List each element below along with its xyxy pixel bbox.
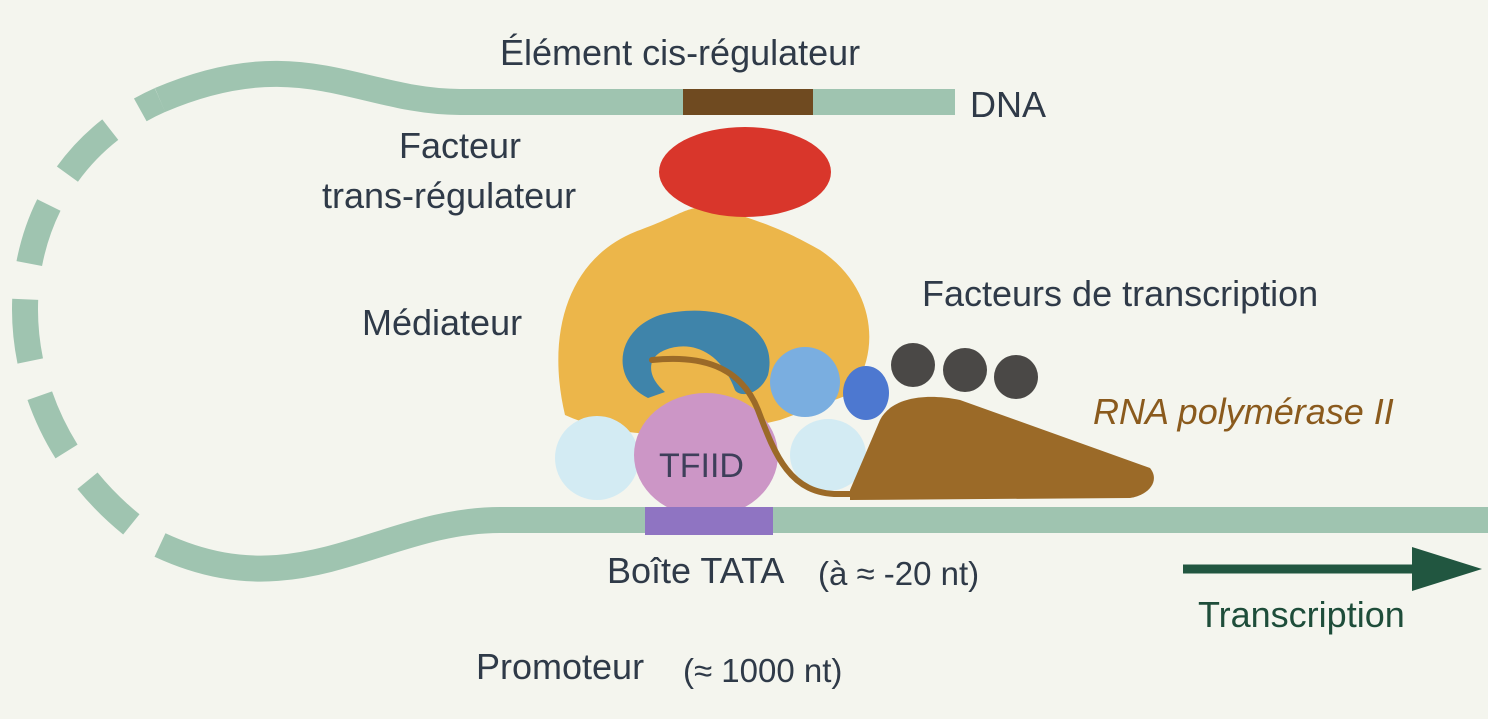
tata-box bbox=[645, 507, 773, 535]
mediator-label: Médiateur bbox=[362, 302, 523, 343]
transcription-arrow bbox=[1183, 547, 1482, 591]
promoter-length-label: (≈ 1000 nt) bbox=[683, 652, 843, 689]
trans-factor-label-line2: trans-régulateur bbox=[322, 175, 577, 216]
dna-strand bbox=[12, 60, 1488, 582]
pale-blue-factor-left bbox=[555, 416, 639, 500]
tata-box-label: Boîte TATA bbox=[607, 550, 785, 591]
transcription-factors-label: Facteurs de transcription bbox=[922, 273, 1319, 314]
template-strand bbox=[649, 355, 873, 498]
tata-position-label: (à ≈ -20 nt) bbox=[818, 555, 980, 592]
blue-subunit bbox=[843, 366, 889, 420]
rna-polymerase-label: RNA polymérase II bbox=[1093, 391, 1394, 432]
transcription-factor-dot bbox=[994, 355, 1038, 399]
promoter-label: Promoteur bbox=[476, 646, 645, 687]
dna-bottom-strand bbox=[154, 507, 1488, 582]
dna-label: DNA bbox=[970, 84, 1047, 125]
dna-loop bbox=[12, 88, 168, 556]
rna-polymerase-ii bbox=[850, 396, 1154, 500]
light-blue-subunit bbox=[770, 347, 840, 417]
cis-element-label: Élément cis-régulateur bbox=[500, 32, 861, 73]
transcription-factor-dot bbox=[943, 348, 987, 392]
trans-regulatory-factor bbox=[659, 127, 831, 217]
tfiid-complex bbox=[634, 393, 778, 517]
pale-blue-factor-right bbox=[790, 419, 866, 491]
transcription-label: Transcription bbox=[1198, 594, 1405, 635]
cis-regulatory-element bbox=[683, 89, 813, 115]
tfiid-label: TFIID bbox=[659, 447, 744, 485]
trans-factor-label-line1: Facteur bbox=[399, 125, 522, 166]
arrow-head bbox=[1412, 547, 1482, 591]
transcription-factor-dot bbox=[891, 343, 935, 387]
transcription-factors bbox=[891, 343, 1038, 399]
dna-top-strand bbox=[154, 60, 955, 115]
